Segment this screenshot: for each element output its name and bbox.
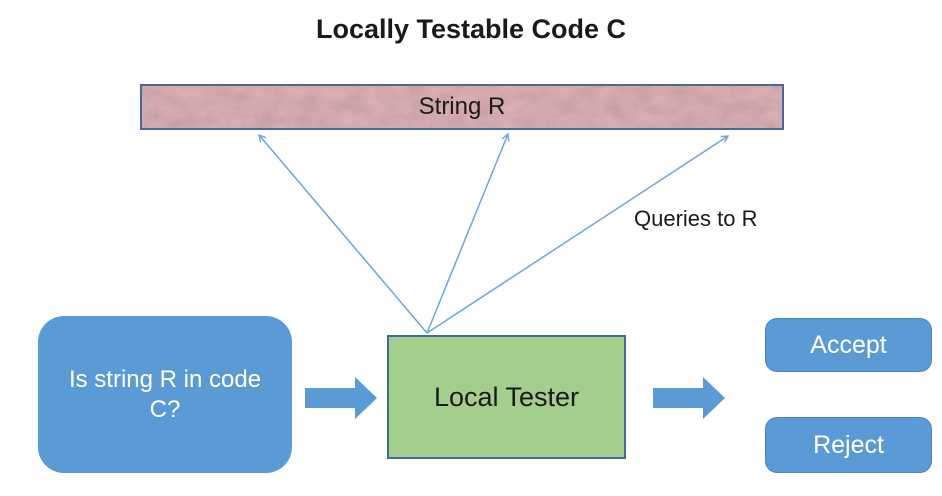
query-arrow-center [426, 132, 510, 334]
question-label-line2: C? [149, 395, 181, 423]
flow-arrow-tester-to-results [653, 377, 725, 419]
question-box: Is string R in code C? [38, 316, 292, 473]
query-arrow-left [258, 133, 428, 334]
reject-box: Reject [765, 417, 932, 473]
local-tester-box: Local Tester [387, 335, 626, 459]
question-label-line1: Is string R in code [68, 365, 262, 393]
local-tester-label: Local Tester [433, 381, 580, 412]
accept-label: Accept [810, 330, 887, 359]
queries-to-r-label: Queries to R [634, 206, 758, 231]
flow-arrow-question-to-tester [305, 377, 377, 419]
string-r-label: String R [418, 93, 506, 120]
query-arrow-right [426, 135, 730, 334]
reject-label: Reject [813, 430, 884, 459]
string-r-box: String R [140, 84, 784, 130]
accept-box: Accept [765, 318, 932, 372]
diagram-title: Locally Testable Code C [315, 14, 627, 44]
